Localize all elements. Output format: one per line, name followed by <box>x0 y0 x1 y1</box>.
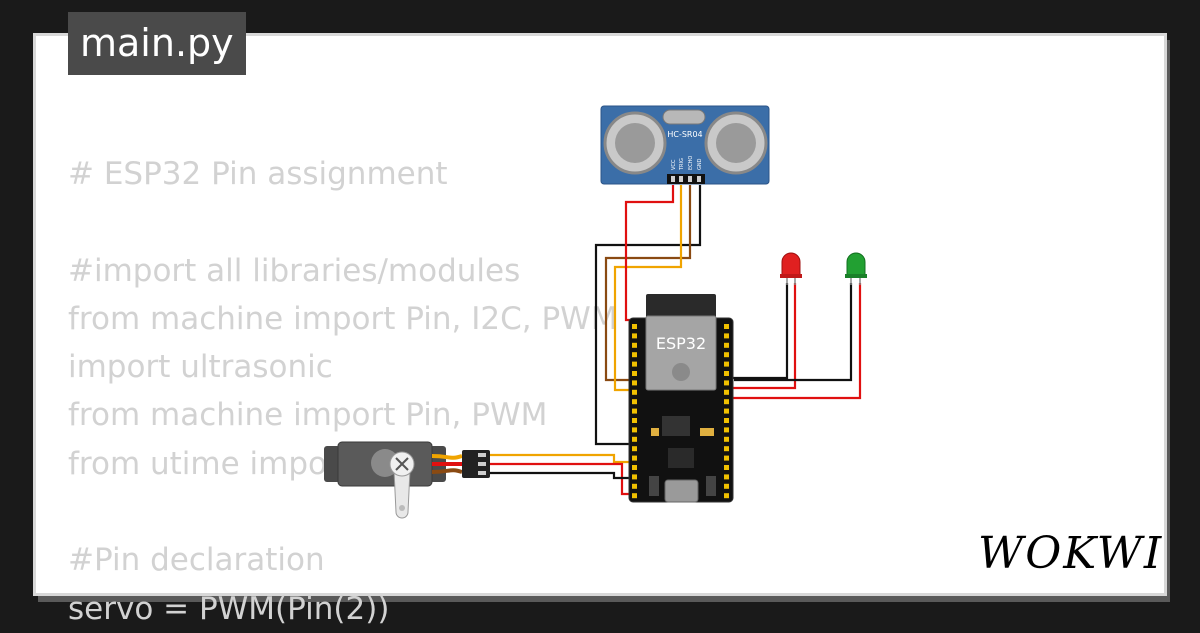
header-pin <box>724 483 729 489</box>
header-pin <box>724 474 729 480</box>
header-pin <box>632 361 637 367</box>
wire-servo-orange <box>490 453 632 464</box>
code-line: from machine import Pin, PWM <box>68 397 548 434</box>
wire-led-green-1 <box>734 283 853 382</box>
header-pin <box>632 465 637 470</box>
header-pin <box>724 446 729 452</box>
preview-card <box>33 33 1167 596</box>
wire-led-green-2 <box>726 283 862 400</box>
header-pin <box>724 455 729 461</box>
wire-red-vcc <box>624 185 675 322</box>
led-green[interactable] <box>845 252 867 285</box>
code-line: #import all libraries/modules <box>68 252 521 289</box>
header-pin <box>724 333 729 339</box>
header-pin <box>632 436 637 442</box>
mcu-label: ESP32 <box>656 334 706 353</box>
sensor-pin-vcc: VCC <box>671 159 677 170</box>
header-pin <box>724 399 729 405</box>
header-pin <box>632 474 637 480</box>
header-pin <box>632 418 637 423</box>
header-pin <box>632 427 637 433</box>
wire-orange-echo <box>613 185 683 392</box>
header-pin <box>632 399 637 405</box>
header-pin <box>724 465 729 470</box>
code-line: #Pin declaration <box>68 542 325 579</box>
header-pin <box>724 493 729 499</box>
header-pin <box>632 455 637 461</box>
header-pin <box>632 389 637 395</box>
header-pin <box>724 380 729 386</box>
code-editor[interactable]: # ESP32 Pin assignment #import all librar… <box>68 150 618 633</box>
header-pin <box>724 342 729 348</box>
wire-led-red-2 <box>726 283 797 390</box>
esp32-board[interactable]: ESP32 <box>628 294 734 503</box>
header-pin <box>632 333 637 339</box>
header-pin <box>632 446 637 452</box>
wire-black-gnd <box>594 185 702 446</box>
header-pin <box>632 408 637 414</box>
header-pin <box>724 324 729 329</box>
header-pin <box>724 371 729 376</box>
wire-servo-red <box>490 462 632 496</box>
code-line: # ESP32 Pin assignment <box>68 156 448 192</box>
sensor-pin-echo: ECHO <box>688 156 694 170</box>
header-pin <box>632 483 637 489</box>
header-pin <box>724 352 729 358</box>
led-red[interactable] <box>780 252 802 285</box>
code-line: servo = PWM(Pin(2)) <box>68 590 390 627</box>
header-pin <box>632 371 637 376</box>
header-pin <box>724 418 729 423</box>
header-pin <box>724 436 729 442</box>
code-line: from machine import Pin, I2C, PWM <box>68 300 618 337</box>
header-pin <box>724 408 729 414</box>
wire-servo-black <box>490 471 632 480</box>
header-pin <box>632 324 637 329</box>
sensor-pin-gnd: GND <box>697 158 703 170</box>
header-pin <box>632 380 637 386</box>
sensor-label: HC-SR04 <box>667 130 702 139</box>
header-pin <box>724 361 729 367</box>
header-pin <box>632 342 637 348</box>
ultrasonic-sensor[interactable]: HC-SR04 VCC TRIG ECHO GND <box>600 105 770 185</box>
file-tab[interactable]: main.py <box>68 12 246 75</box>
header-pin <box>724 389 729 395</box>
header-pin <box>724 427 729 433</box>
servo-motor[interactable] <box>324 441 490 519</box>
code-line: import ultrasonic <box>68 349 333 386</box>
header-pin <box>632 493 637 499</box>
sensor-pin-trig: TRIG <box>679 158 685 171</box>
header-pin <box>632 352 637 358</box>
wire-led-red-1 <box>726 283 789 380</box>
wokwi-logo: WOKWI <box>978 528 1164 579</box>
wires <box>490 185 862 496</box>
